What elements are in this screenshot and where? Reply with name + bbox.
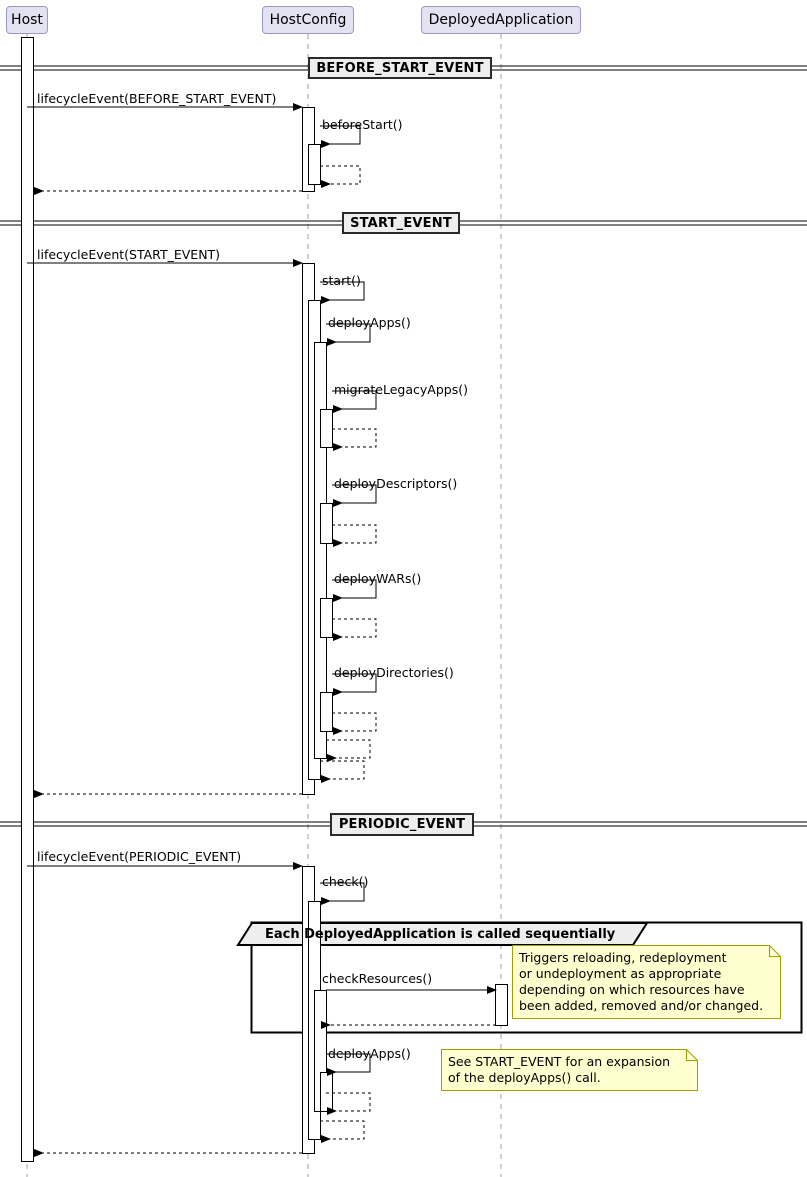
message-label: lifecycleEvent(BEFORE_START_EVENT): [37, 91, 277, 106]
divider-label-text: PERIODIC_EVENT: [338, 817, 466, 832]
self-message-arrow: [320, 882, 365, 905]
activation-bar: [320, 598, 333, 638]
participant-label: HostConfig: [269, 12, 347, 28]
note-shape: [441, 1049, 698, 1091]
activation-bar: [320, 1072, 333, 1112]
participant-hostconfig[interactable]: HostConfig: [262, 6, 354, 34]
self-message-arrow: [320, 760, 365, 783]
self-message-arrow: [320, 1120, 365, 1143]
activation-bars-layer: [21, 37, 508, 1162]
participant-label: Host: [11, 12, 43, 28]
message-label: lifecycleEvent(START_EVENT): [37, 247, 221, 262]
message-label: checkResources(): [322, 971, 433, 986]
self-message-arrow: [332, 524, 377, 547]
participant-host[interactable]: Host: [6, 6, 48, 34]
message-label: deployWARs(): [334, 571, 422, 586]
message-arrows-layer: [27, 103, 497, 1157]
self-message-arrow: [320, 281, 365, 304]
message-label: deployDirectories(): [334, 665, 454, 680]
self-message-arrow: [332, 673, 377, 696]
message-label: deployApps(): [328, 1046, 411, 1061]
activation-bar: [320, 692, 333, 732]
activation-bar: [308, 144, 321, 185]
self-message-arrow: [320, 165, 361, 188]
activation-bar: [320, 409, 333, 448]
note-shapes-layer: [441, 945, 781, 1091]
note-fold-corner: [686, 1049, 698, 1061]
self-message-arrow: [332, 484, 377, 507]
self-message-arrow: [332, 428, 377, 451]
note-fold-corner: [769, 945, 781, 957]
self-message-arrow: [332, 390, 377, 413]
group-title-text: Each DeployedApplication is called seque…: [265, 926, 616, 942]
group-title: Each DeployedApplication is called seque…: [251, 922, 630, 946]
activation-bar: [21, 37, 34, 1162]
group-frames-layer: [236, 921, 803, 1034]
divider-label-text: START_EVENT: [350, 215, 452, 231]
message-label: deployApps(): [328, 315, 411, 330]
self-message-arrow: [326, 739, 371, 762]
divider-label-before_start_event: BEFORE_START_EVENT: [308, 57, 492, 79]
divider-label-periodic_event: PERIODIC_EVENT: [330, 813, 474, 836]
activation-bar: [320, 503, 333, 544]
note-text: Triggers reloading, redeployment or unde…: [519, 950, 764, 1013]
note-text: See START_EVENT for an expansion of the …: [448, 1054, 671, 1085]
message-label: migrateLegacyApps(): [334, 382, 468, 397]
activation-bar: [495, 984, 508, 1026]
lifelines-layer: [26, 34, 502, 1177]
divider-lines-layer: [0, 65, 807, 827]
self-message-arrow: [332, 712, 377, 735]
participant-label: DeployedApplication: [428, 12, 574, 28]
message-label: lifecycleEvent(PERIODIC_EVENT): [37, 849, 242, 864]
note-shape: [512, 945, 781, 1019]
self-message-arrow: [326, 323, 371, 346]
self-message-arrow: [320, 125, 361, 148]
divider-label-start_event: START_EVENT: [342, 212, 460, 234]
message-label: beforeStart(): [322, 117, 403, 132]
message-label: deployDescriptors(): [334, 476, 458, 491]
divider-label-text: BEFORE_START_EVENT: [316, 60, 484, 76]
self-message-arrow: [326, 1053, 371, 1076]
message-label: start(): [322, 273, 361, 288]
self-message-arrow: [332, 579, 377, 602]
participant-deployedapplication[interactable]: DeployedApplication: [421, 6, 581, 34]
self-message-arrow: [326, 1092, 371, 1115]
self-message-arrow: [332, 618, 377, 641]
message-label: check(): [322, 874, 369, 889]
